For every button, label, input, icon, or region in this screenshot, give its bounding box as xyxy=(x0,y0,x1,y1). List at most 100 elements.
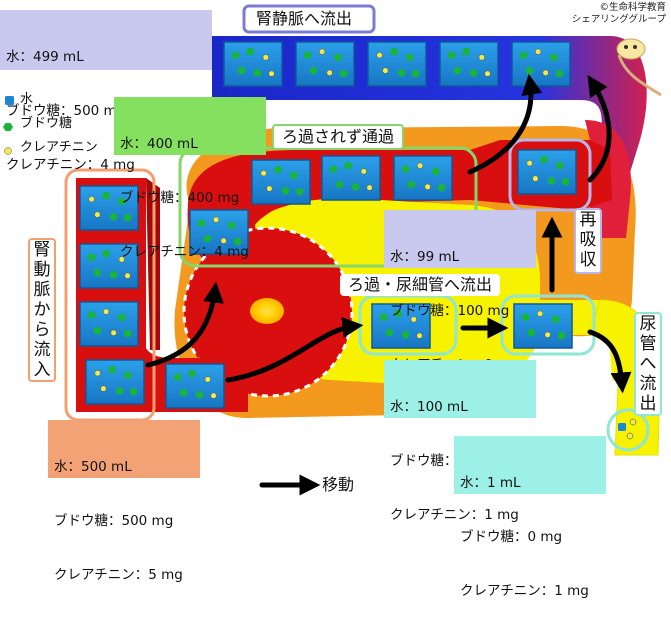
glucose-hex xyxy=(115,387,124,395)
water-volume xyxy=(517,149,577,195)
glucose-hex xyxy=(525,67,534,75)
creatinine-dot xyxy=(118,256,125,263)
creatinine-dot xyxy=(124,272,131,279)
reabsorption-frame xyxy=(508,138,592,212)
glucose-hex xyxy=(329,165,338,173)
creatinine-dot xyxy=(213,216,220,223)
glucose-hex xyxy=(245,48,255,56)
ureter-contents xyxy=(618,418,637,440)
glucose-hex xyxy=(93,327,102,335)
glucose-hex xyxy=(289,171,298,179)
glucose-hex xyxy=(107,366,117,374)
reabsorption-title: 再 吸 収 xyxy=(574,208,602,274)
glucose-hex xyxy=(437,184,446,192)
glucose-hex xyxy=(303,51,312,59)
glucose-hex xyxy=(129,388,138,396)
creatinine-dot xyxy=(210,392,217,399)
water-volume xyxy=(367,41,427,87)
glucose-hex xyxy=(281,187,290,195)
glucose-hex xyxy=(117,313,126,321)
creatinine-dot xyxy=(88,196,95,203)
glucose-hex xyxy=(253,69,262,77)
creatinine-amount: クレアチニン：1 mg xyxy=(390,507,519,523)
water-amount: 水：500 mL xyxy=(54,459,132,475)
flow-arrows xyxy=(145,73,632,496)
creatinine-dot xyxy=(382,67,389,74)
fluid-cell xyxy=(189,209,249,255)
glucose-hex xyxy=(123,330,132,338)
water-volume xyxy=(79,243,139,289)
renal-artery-char: 流 xyxy=(33,340,51,360)
fluid-boxes xyxy=(79,41,577,409)
arrow-to-ureter xyxy=(587,329,632,394)
glucose-hex xyxy=(555,70,564,78)
creatinine-dot xyxy=(484,70,491,77)
creatinine-dot xyxy=(110,329,117,336)
creatinine-amount: クレアチニン：5 mg xyxy=(54,567,183,583)
creatinine-dot xyxy=(260,170,267,177)
creatinine-dot xyxy=(326,69,333,76)
glucose-hex xyxy=(187,370,197,378)
glucose-hex xyxy=(539,156,549,164)
ureter-char: 尿 xyxy=(639,314,657,334)
glucose-hex xyxy=(527,329,536,337)
water-volume xyxy=(371,303,431,349)
glucose-hex xyxy=(335,181,344,189)
water-volume xyxy=(165,363,225,409)
water-volume xyxy=(513,303,573,349)
glucose-hex xyxy=(401,331,410,339)
creatinine-dot xyxy=(537,310,544,317)
legend-water: 水 xyxy=(20,92,34,107)
fluid-cell xyxy=(371,303,431,349)
credit-line-2: シェアリンググループ xyxy=(571,14,666,25)
creatinine-dot xyxy=(410,316,417,323)
glucose-hex xyxy=(173,373,182,381)
ureter-info: 水：1 mL ブドウ糖：0 mg クレアチニン：1 mg xyxy=(454,436,606,599)
renal-artery-title: 腎 動 脈 か ら 流 入 xyxy=(28,238,56,382)
creatinine-dot xyxy=(542,69,549,76)
legend-glucose: ブドウ糖 xyxy=(20,116,73,131)
fluid-cell xyxy=(79,301,139,347)
fluid-cell xyxy=(511,41,571,87)
glucose-hex xyxy=(393,310,403,318)
glucose-hex xyxy=(343,162,353,170)
creatinine-dot xyxy=(94,370,101,377)
fluid-cell xyxy=(393,155,453,201)
glucose-hex xyxy=(231,51,240,59)
fluid-cell xyxy=(251,159,311,205)
ureter-char: へ xyxy=(639,354,657,374)
filtration-info: 水：100 mL ブドウ糖：100 mg クレアチニン：1 mg xyxy=(384,360,536,523)
water-volume xyxy=(79,185,139,231)
legend-icons xyxy=(3,96,14,155)
glucose-hex xyxy=(227,221,236,229)
water-volume xyxy=(189,209,249,255)
fluid-cell xyxy=(79,243,139,289)
creatinine-dot xyxy=(416,332,423,339)
glucose-hex xyxy=(237,67,246,75)
glucose-amount: ブドウ糖：400 mg xyxy=(120,190,240,206)
creatinine-legend-icon xyxy=(4,147,12,155)
glucose-hex xyxy=(555,161,564,169)
creatinine-dot xyxy=(319,48,326,55)
creatinine-dot xyxy=(103,308,110,315)
glucose-hex xyxy=(405,53,414,61)
water-square xyxy=(618,423,626,431)
creatinine-dot xyxy=(544,331,551,338)
water-volume xyxy=(223,41,283,87)
water-amount: 水：100 mL xyxy=(390,399,468,415)
fluid-cell xyxy=(165,363,225,409)
glucose-hex xyxy=(87,253,96,261)
water-volume xyxy=(251,159,311,205)
glucose-hex xyxy=(397,69,406,77)
glucose-hex xyxy=(195,391,204,399)
glucose-hex xyxy=(469,69,478,77)
creatinine-amount: クレアチニン：1 mg xyxy=(460,583,589,599)
water-volume xyxy=(439,41,499,87)
not-filtered-info: 水：400 mL ブドウ糖：400 mg クレアチニン：4 mg xyxy=(114,97,266,260)
water-volume xyxy=(393,155,453,201)
creatinine-dot xyxy=(376,52,383,59)
glucose-hex xyxy=(295,188,304,196)
creatinine-amount: クレアチニン：4 mg xyxy=(120,244,249,260)
glucose-hex xyxy=(519,51,528,59)
renal-artery-char: 腎 xyxy=(33,240,51,260)
